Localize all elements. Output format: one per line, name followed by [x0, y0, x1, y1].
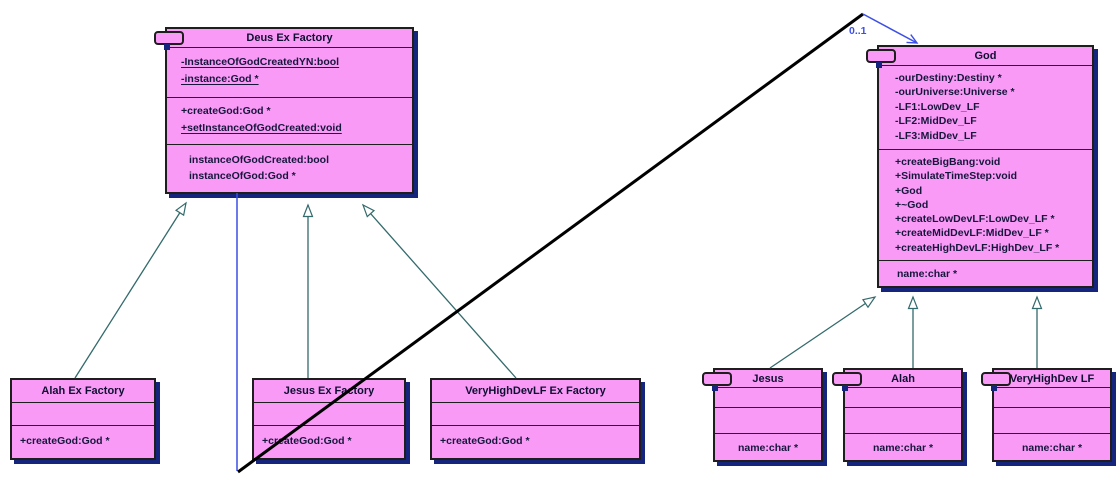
class-compartment: +createGod:God *	[12, 425, 154, 461]
class-compartment: +createGod:God * +setInstanceOfGodCreated…	[167, 97, 412, 144]
class-compartment: +createBigBang:void +SimulateTimeStep:voi…	[879, 149, 1092, 260]
class-member: instanceOfGod:God *	[189, 170, 296, 182]
class-member: instanceOfGodCreated:bool	[189, 154, 330, 166]
class-icon-square	[712, 385, 718, 391]
class-icon-square	[876, 62, 882, 68]
class-title: Alah Ex Factory	[41, 385, 125, 397]
class-member: +createGod:God *	[262, 435, 352, 447]
class-node-deus-ex-factory[interactable]: Deus Ex Factory -InstanceOfGodCreatedYN:b…	[154, 27, 414, 195]
class-compartment: +createGod:God *	[432, 425, 639, 461]
class-node-alah-ex-factory[interactable]: Alah Ex Factory +createGod:God *	[10, 378, 156, 460]
class-member: -InstanceOfGodCreatedYN:bool	[181, 56, 340, 68]
class-node-veryhighdevlf-ex-factory[interactable]: VeryHighDevLF Ex Factory +createGod:God *	[430, 378, 641, 460]
class-node-god[interactable]: God -ourDestiny:Destiny * -ourUniverse:Uni…	[866, 45, 1094, 289]
inheritance-line-alahex-deus	[74, 201, 187, 379]
class-member: name:char *	[737, 442, 799, 454]
class-compartment: instanceOfGodCreated:bool instanceOfGod:G…	[167, 144, 412, 195]
class-compartment	[254, 402, 404, 425]
class-member: +createGod:God *	[20, 435, 110, 447]
class-icon-square	[164, 44, 170, 50]
class-member: +createGod:God *	[181, 105, 271, 117]
class-compartment: name:char *	[879, 260, 1092, 289]
class-compartment: +createGod:God *	[254, 425, 404, 461]
class-member: -ourDestiny:Destiny *	[895, 72, 1002, 84]
class-member: -LF1:LowDev_LF	[895, 100, 980, 113]
class-member: name:char *	[897, 268, 958, 280]
class-compartment: -InstanceOfGodCreatedYN:bool -instance:Go…	[167, 47, 412, 97]
class-icon	[702, 372, 732, 386]
class-node-jesus-ex-factory[interactable]: Jesus Ex Factory +createGod:God *	[252, 378, 406, 460]
class-member: +createGod:God *	[440, 435, 530, 447]
class-compartment	[12, 402, 154, 425]
class-icon	[832, 372, 862, 386]
association-arrow-to-god	[862, 13, 919, 44]
class-title: God	[974, 50, 997, 62]
class-icon	[866, 49, 896, 63]
class-compartment	[715, 387, 821, 407]
class-icon-square	[991, 385, 997, 391]
class-icon	[154, 31, 184, 45]
class-compartment	[845, 387, 961, 407]
class-title: VeryHighDevLF Ex Factory	[465, 385, 606, 397]
class-compartment	[432, 402, 639, 425]
class-member: +SimulateTimeStep:void	[895, 170, 1018, 183]
class-member: name:char *	[1021, 442, 1083, 454]
inheritance-line-vhdex-deus	[361, 203, 517, 379]
class-member: name:char *	[872, 442, 934, 454]
class-compartment	[994, 407, 1110, 433]
class-compartment: name:char *	[994, 433, 1110, 464]
class-compartment	[845, 407, 961, 433]
class-compartment	[994, 387, 1110, 407]
class-title: Alah	[891, 373, 915, 385]
class-node-veryhighdev-lf[interactable]: VeryHighDev LF name:char *	[981, 368, 1112, 464]
multiplicity-label: 0..1	[849, 25, 867, 37]
class-compartment: -ourDestiny:Destiny * -ourUniverse:Univer…	[879, 65, 1092, 149]
class-title: VeryHighDev LF	[1009, 373, 1095, 385]
class-compartment: name:char *	[715, 433, 821, 464]
class-member: -LF3:MidDev_LF	[895, 129, 977, 142]
class-compartment	[715, 407, 821, 433]
class-member: -ourUniverse:Universe *	[895, 86, 1015, 99]
class-icon	[981, 372, 1011, 386]
class-title: Deus Ex Factory	[246, 32, 333, 44]
class-member: -LF2:MidDev_LF	[895, 115, 977, 128]
class-compartment: name:char *	[845, 433, 961, 464]
class-member: +createMidDevLF:MidDev_LF *	[895, 227, 1049, 240]
class-member: -instance:God *	[181, 73, 259, 85]
class-member: +createBigBang:void	[895, 156, 1001, 168]
class-node-alah[interactable]: Alah name:char *	[832, 368, 963, 464]
class-member: +createLowDevLF:LowDev_LF *	[895, 213, 1055, 226]
class-member: +setInstanceOfGodCreated:void	[181, 122, 342, 134]
class-member: +God	[895, 184, 923, 197]
class-member: +createHighDevLF:HighDev_LF *	[895, 241, 1060, 254]
class-title: Jesus Ex Factory	[283, 385, 375, 397]
inheritance-line-jesus-god	[769, 296, 877, 369]
class-member: +~God	[895, 198, 929, 211]
class-icon-square	[842, 385, 848, 391]
